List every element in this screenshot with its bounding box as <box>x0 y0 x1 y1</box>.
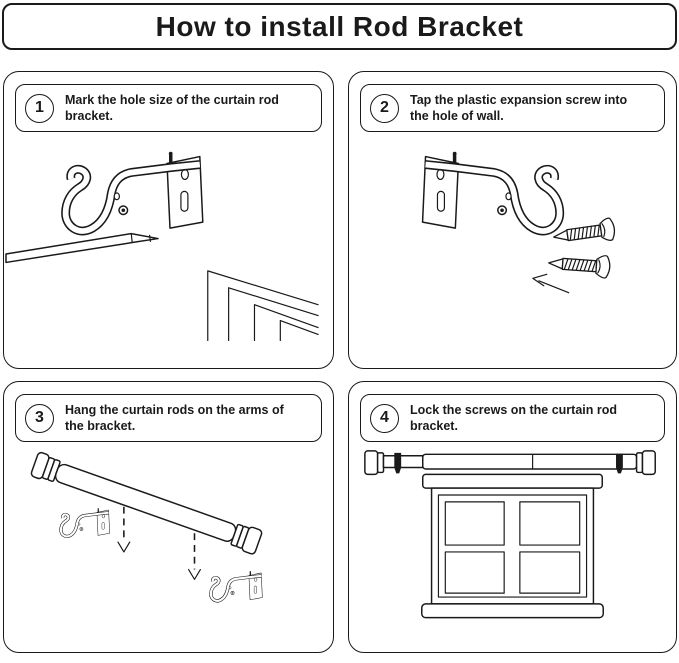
window-pane <box>444 551 505 594</box>
mini-bracket-illustration <box>59 506 112 538</box>
step-4-text-line2: bracket. <box>410 419 458 433</box>
step-3-text: Hang the curtain rods on the arms of the… <box>65 402 284 435</box>
step-1-text-line1: Mark the hole size of the curtain rod <box>65 92 279 107</box>
step-3-text-line2: the bracket. <box>65 419 136 433</box>
rod-bracket-mirrored-illustration <box>423 152 560 231</box>
window-pane <box>519 501 581 546</box>
step-2-number-badge: 2 <box>370 93 399 123</box>
step-panel-2: 2 Tap the plastic expansion screw into t… <box>348 71 677 369</box>
step-panel-3: 3 Hang the curtain rods on the arms of t… <box>3 381 334 653</box>
step-3-number-badge: 3 <box>25 403 54 433</box>
mounted-rod-illustration <box>364 450 656 476</box>
step-panel-1: 1 Mark the hole size of the curtain rod … <box>3 71 334 369</box>
expansion-screw-icon <box>547 251 612 279</box>
step-1-illustration <box>5 134 319 342</box>
rod-clip <box>394 452 402 474</box>
step-4-label-box: 4 Lock the screws on the curtain rod bra… <box>360 394 665 442</box>
window-pane <box>444 501 505 546</box>
step-2-label-box: 2 Tap the plastic expansion screw into t… <box>360 84 665 132</box>
step-2-text-line1: Tap the plastic expansion screw into <box>410 92 628 107</box>
step-2-text: Tap the plastic expansion screw into the… <box>410 92 627 125</box>
wall-frame-corner-lines <box>207 270 319 342</box>
step-1-number-badge: 1 <box>25 93 54 123</box>
title-box: How to install Rod Bracket <box>2 3 677 50</box>
window-pane <box>519 551 581 594</box>
direction-arrow-icon <box>532 273 570 294</box>
step-4-illustration <box>364 450 656 619</box>
step-2-text-line2: the hole of wall. <box>410 109 504 123</box>
curtain-rod-illustration <box>30 451 263 555</box>
window-inner-frame <box>437 494 588 598</box>
step-3-text-line1: Hang the curtain rods on the arms of <box>65 402 284 417</box>
rod-bracket-illustration <box>66 152 203 231</box>
pencil-illustration <box>5 232 159 264</box>
step-1-text: Mark the hole size of the curtain rod br… <box>65 92 279 125</box>
step-4-number-badge: 4 <box>370 403 399 433</box>
step-panel-4: 4 Lock the screws on the curtain rod bra… <box>348 381 677 653</box>
step-3-label-box: 3 Hang the curtain rods on the arms of t… <box>15 394 322 442</box>
drop-arrow-icon <box>188 533 201 580</box>
step-1-label-box: 1 Mark the hole size of the curtain rod … <box>15 84 322 132</box>
step-1-text-line2: bracket. <box>65 109 113 123</box>
mini-bracket-illustration <box>209 569 265 603</box>
page-title: How to install Rod Bracket <box>155 10 524 42</box>
drop-arrow-icon <box>117 506 131 553</box>
step-4-text-line1: Lock the screws on the curtain rod <box>410 402 617 417</box>
window-cornice <box>422 473 603 489</box>
window-illustration <box>421 473 604 619</box>
step-4-text: Lock the screws on the curtain rod brack… <box>410 402 617 435</box>
window-sill <box>421 603 604 619</box>
rod-clip <box>615 453 623 474</box>
window-outer-frame <box>430 487 595 605</box>
step-3-illustration <box>30 451 265 603</box>
step-2-illustration <box>349 134 617 294</box>
